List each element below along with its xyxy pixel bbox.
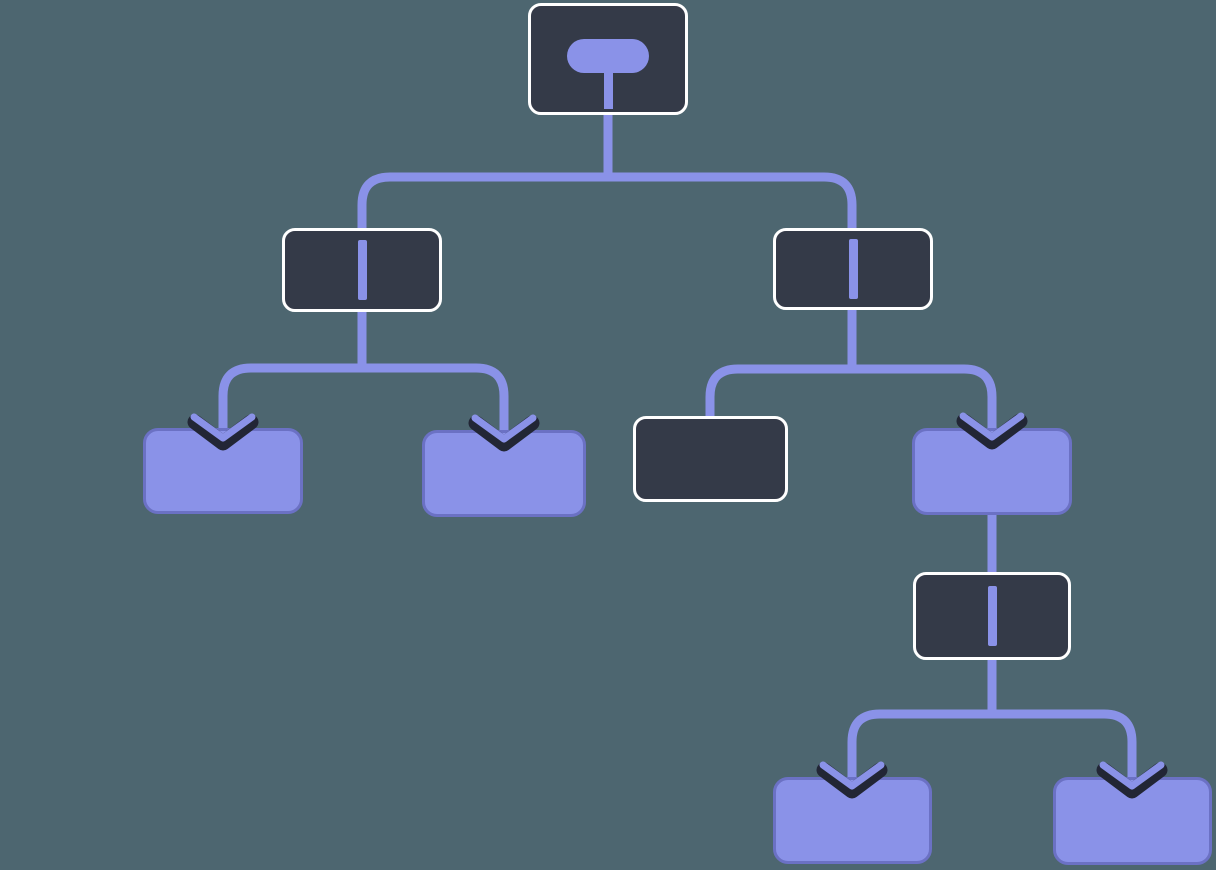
vertical-line-icon	[848, 239, 858, 299]
node-branch-right[interactable]	[773, 228, 933, 310]
node-branch-left[interactable]	[282, 228, 442, 312]
node-placeholder-right[interactable]	[633, 416, 788, 502]
node-leaf-bottom-1[interactable]	[773, 777, 932, 864]
pill-shape	[567, 39, 649, 73]
vertical-line-icon	[987, 586, 997, 646]
node-root[interactable]	[528, 3, 688, 115]
vertical-line-icon	[357, 240, 367, 300]
node-leaf-left-1[interactable]	[143, 428, 303, 514]
node-branch-bottom[interactable]	[913, 572, 1071, 660]
node-leaf-bottom-2[interactable]	[1053, 777, 1212, 865]
node-leaf-right[interactable]	[912, 428, 1072, 515]
subflow-pill-icon	[567, 39, 649, 109]
node-leaf-left-2[interactable]	[422, 430, 586, 517]
pill-stem	[603, 73, 613, 109]
